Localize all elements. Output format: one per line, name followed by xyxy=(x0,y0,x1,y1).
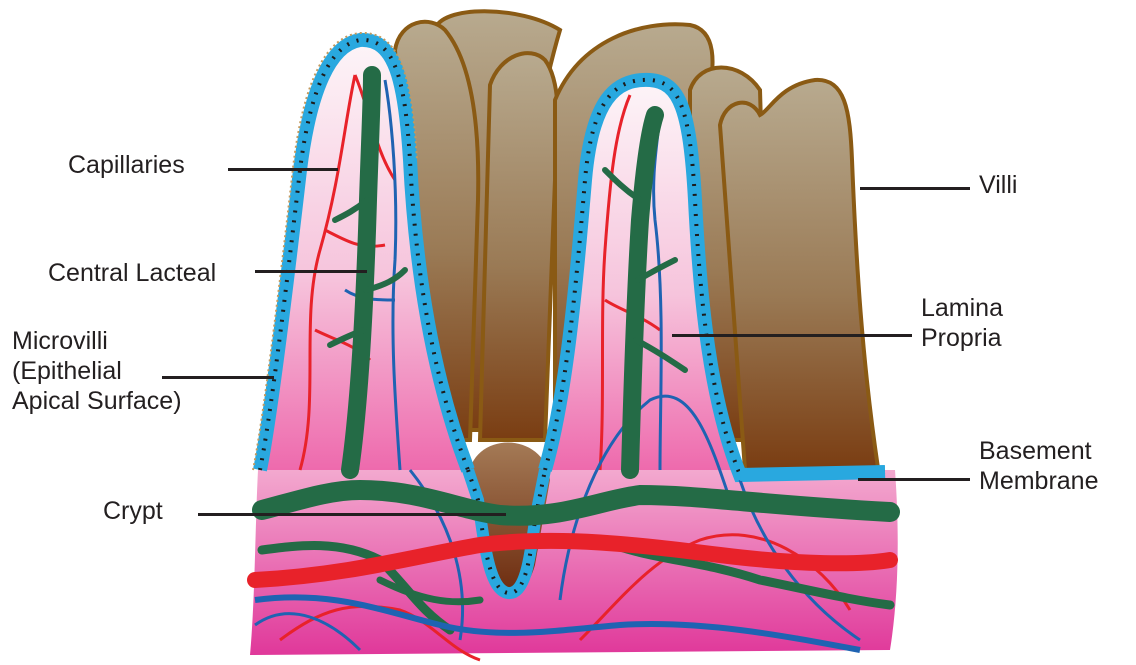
leader-villi xyxy=(860,187,970,190)
leader-lamina-propria xyxy=(672,334,912,337)
label-microvilli-line2: (Epithelial xyxy=(12,356,182,386)
label-capillaries: Capillaries xyxy=(68,150,185,180)
label-microvilli-line3: Apical Surface) xyxy=(12,386,182,416)
leader-basement-membrane xyxy=(858,478,970,481)
basement-membrane xyxy=(740,472,885,475)
label-lamina-line2: Propria xyxy=(921,323,1003,353)
label-basement-membrane: Basement Membrane xyxy=(979,436,1099,496)
label-central-lacteal: Central Lacteal xyxy=(48,258,216,288)
label-crypt: Crypt xyxy=(103,496,163,526)
label-villi: Villi xyxy=(979,170,1017,200)
label-microvilli: Microvilli (Epithelial Apical Surface) xyxy=(12,326,182,416)
label-microvilli-line1: Microvilli xyxy=(12,326,182,356)
villus-back-6 xyxy=(720,80,878,470)
label-lamina-line1: Lamina xyxy=(921,293,1003,323)
villus-back-3 xyxy=(480,53,558,440)
label-basement-line2: Membrane xyxy=(979,466,1099,496)
leader-microvilli xyxy=(162,376,274,379)
label-basement-line1: Basement xyxy=(979,436,1099,466)
leader-crypt xyxy=(198,513,506,516)
leader-capillaries xyxy=(228,168,338,171)
leader-central-lacteal xyxy=(255,270,367,273)
label-lamina-propria: Lamina Propria xyxy=(921,293,1003,353)
